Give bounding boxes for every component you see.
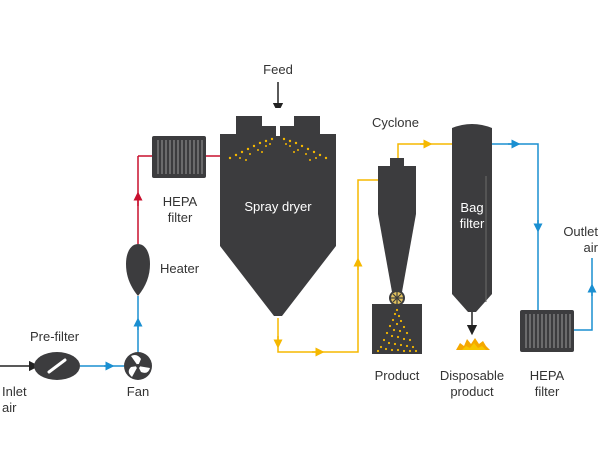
product-label: Product (374, 368, 420, 383)
hepa-filter-2-label: HEPA filter (529, 368, 565, 399)
hepa-filter-2-unit (520, 310, 574, 352)
fan-label: Fan (126, 384, 150, 399)
disposable-product-pile (456, 338, 490, 350)
product-line-dryer-cyclone (273, 179, 378, 357)
cyclone-label: Cyclone (372, 115, 419, 130)
product-line-cyclone-bag (397, 139, 452, 158)
fan-unit (124, 352, 152, 380)
bag-filter-label: Bag filter (459, 200, 485, 231)
cyclone-unit (378, 158, 416, 306)
air-line-outlet (492, 139, 597, 331)
hepa-filter-1-label: HEPA filter (162, 194, 198, 225)
spray-dryer-unit (220, 108, 336, 316)
air-line-inlet (80, 296, 143, 371)
outlet-air-label: Outlet air (563, 224, 598, 255)
inlet-air-label: Inlet air (2, 384, 27, 415)
spray-dryer-label: Spray dryer (244, 199, 312, 214)
pre-filter-unit (34, 352, 80, 380)
heater-label: Heater (160, 261, 200, 276)
pre-filter-label: Pre-filter (30, 329, 80, 344)
disposable-product-label: Disposable product (439, 368, 505, 399)
bag-filter-unit (452, 124, 492, 336)
product-container (372, 304, 422, 354)
heater-unit (126, 244, 150, 296)
feed-label: Feed (263, 62, 293, 77)
hepa-filter-1-unit (152, 136, 206, 178)
hot-air-line (133, 155, 220, 244)
